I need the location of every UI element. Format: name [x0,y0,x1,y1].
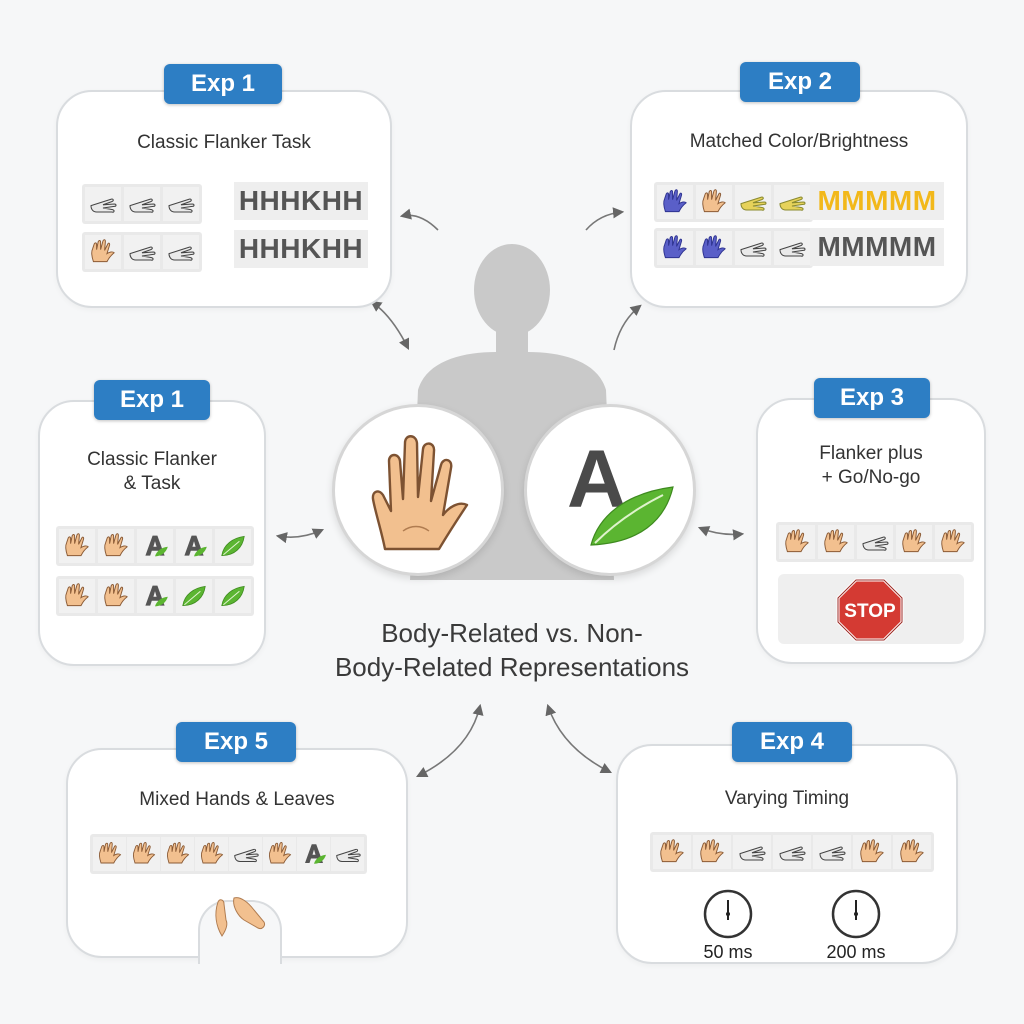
exp2-letters-row2: MMMMM [810,228,944,266]
leaf-tile [215,579,251,613]
hand-tile [774,185,810,219]
hand-tile [774,231,810,265]
hand-tile [124,235,160,269]
exp1-letters-row1: HHHKHH [234,182,368,220]
leaf-tile [176,579,212,613]
leaf-tile [215,529,251,563]
hand-tile [229,837,262,871]
hand-tile [93,837,126,871]
hand-tile [59,579,95,613]
arrow-mid-right [697,526,745,541]
arrow-top-left [399,208,439,231]
center-title-line2: Body-Related Representations [334,652,690,682]
hand-tile [853,835,891,869]
exp1-stimulus-strip-1 [82,184,202,224]
hand-tile [195,837,228,871]
non-body-related-circle: A [524,404,696,576]
hand-tile [657,231,693,265]
raised-hand-icon [371,435,469,551]
hand-tile [696,185,732,219]
exp3-stimulus-strip [776,522,974,562]
hand-tile [735,185,771,219]
arrow-top-left-down [370,300,410,351]
hand-tile [331,837,364,871]
hand-tile [98,579,134,613]
hand-tile [773,835,811,869]
exp1b-badge: Exp 1 [94,380,210,420]
hand-tile [935,525,971,559]
hand-tile [127,837,160,871]
arrow-top-right-up [613,304,642,351]
hand-tile [163,235,199,269]
exp1b-stimulus-strip-1 [56,526,254,566]
hand-tile [693,835,731,869]
hand-tile [733,835,771,869]
arrow-bottom-right [545,703,613,774]
arrow-bottom-left [415,703,484,778]
exp4-title: Varying Timing [724,788,850,809]
exp4-badge: Exp 4 [732,722,852,762]
exp1-stimulus-strip-2 [82,232,202,272]
letter-tile [137,579,173,613]
exp2-letters-row1: MMMMM [810,182,944,220]
exp3-badge: Exp 3 [814,378,930,418]
hand-tile [98,529,134,563]
hand-tile [696,231,732,265]
hand-tile [124,187,160,221]
exp4-stimulus-strip [650,832,934,872]
hand-tile [818,525,854,559]
hand-tile [163,187,199,221]
hand-tile [85,187,121,221]
center-title-line1: Body-Related vs. Non- [381,618,643,648]
arrow-top-right [585,207,625,231]
hand-tile [779,525,815,559]
exp1b-stimulus-strip-2 [56,576,254,616]
exp1b-title-line1: Classic Flanker [87,449,217,470]
arrow-mid-left [275,528,325,544]
exp2-stimulus-strip-2 [654,228,813,268]
hand-tile [896,525,932,559]
exp2-title: Matched Color/Brightness [689,131,909,152]
center-title: Body-Related vs. Non- Body-Related Repre… [250,616,774,684]
clock1-label: 50 ms [703,942,753,962]
clock2-label: 200 ms [826,942,886,962]
hand-tile [857,525,893,559]
exp1-title: Classic Flanker Task [137,132,311,153]
clapping-hands-icon [215,897,265,937]
exp1b-title-line2: & Task [123,473,181,494]
letter-tile [297,837,330,871]
exp2-badge: Exp 2 [740,62,860,102]
body-related-circle [332,404,504,576]
hand-tile [657,185,693,219]
exp3-title: Flanker plus + Go/No-go [766,442,976,490]
stop-text: STOP [844,601,896,622]
hand-tile [813,835,851,869]
exp5-title: Mixed Hands & Leaves [139,789,335,810]
letter-tile [176,529,212,563]
clock-icon [831,889,881,939]
hand-tile [161,837,194,871]
exp5-badge: Exp 5 [176,722,296,762]
hand-tile [735,231,771,265]
hand-tile [263,837,296,871]
clock-icon [703,889,753,939]
exp3-title-line1: Flanker plus [819,443,923,464]
letter-a-with-leaf-icon: A [567,434,674,546]
exp3-title-line2: + Go/No-go [821,467,921,488]
letter-tile [137,529,173,563]
hand-tile [893,835,931,869]
exp2-stimulus-strip-1 [654,182,813,222]
exp5-stimulus-strip [90,834,367,874]
stop-sign-icon: STOP [836,578,904,642]
exp1b-title: Classic Flanker & Task [48,448,256,496]
hand-tile [59,529,95,563]
hand-tile [653,835,691,869]
exp1-badge: Exp 1 [164,64,282,104]
exp1-letters-row2: HHHKHH [234,230,368,268]
hand-tile [85,235,121,269]
